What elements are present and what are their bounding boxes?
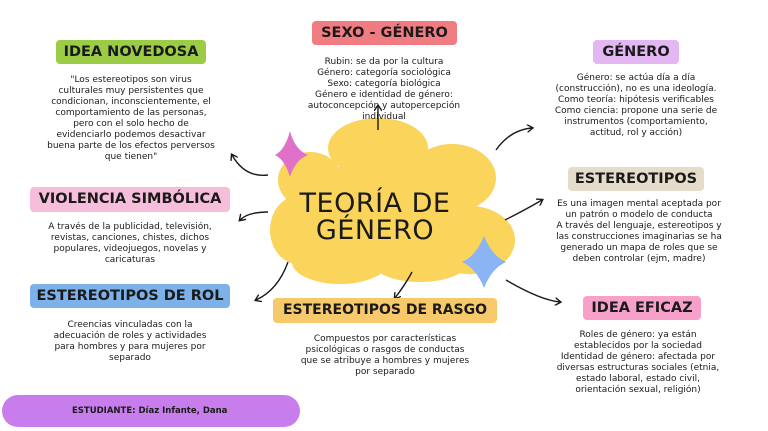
arrow-icon — [505, 279, 560, 302]
violencia-simbolica-text: A través de la publicidad, televisión, r… — [48, 222, 212, 265]
arrow-icon — [256, 261, 289, 300]
genero-text: Género: se actúa día a día (construcción… — [554, 73, 718, 138]
arrow-icon — [495, 128, 532, 151]
idea-eficaz-label: IDEA EFICAZ — [583, 296, 701, 320]
estereotipos-label: ESTEREOTIPOS — [568, 167, 704, 191]
estereotipos-text: Es una imagen mental aceptada por un pat… — [556, 199, 722, 264]
student-name-bar: ESTUDIANTE: Díaz Infante, Dana — [2, 395, 300, 427]
pink-sparkle-icon — [275, 131, 308, 177]
arrows — [232, 106, 560, 302]
arrow-icon — [504, 200, 542, 221]
genero-label: GÉNERO — [593, 40, 679, 64]
sexo-genero-label: SEXO - GÉNERO — [312, 21, 457, 45]
blue-sparkle-icon — [462, 236, 506, 288]
center-title: TEORÍA DE GÉNERO — [299, 188, 451, 246]
idea-novedosa-label: IDEA NOVEDOSA — [56, 40, 206, 64]
arrow-icon — [240, 211, 269, 220]
estereotipos-rol-text: Creencias vinculadas con la adecuación d… — [53, 320, 207, 363]
arrow-icon — [395, 271, 413, 298]
sexo-genero-text: Rubin: se da por la cultura Género: cate… — [307, 57, 461, 122]
estereotipos-rasgo-label: ESTEREOTIPOS DE RASGO — [273, 298, 497, 323]
idea-eficaz-text: Roles de género: ya están establecidos p… — [556, 330, 720, 395]
estereotipos-rasgo-text: Compuestos por características psicológi… — [300, 334, 470, 377]
arrow-icon — [232, 155, 269, 177]
idea-novedosa-text: "Los estereotipos son virus culturales m… — [47, 75, 215, 162]
estereotipos-rol-label: ESTEREOTIPOS DE ROL — [30, 284, 230, 308]
violencia-simbolica-label: VIOLENCIA SIMBÓLICA — [30, 187, 230, 212]
